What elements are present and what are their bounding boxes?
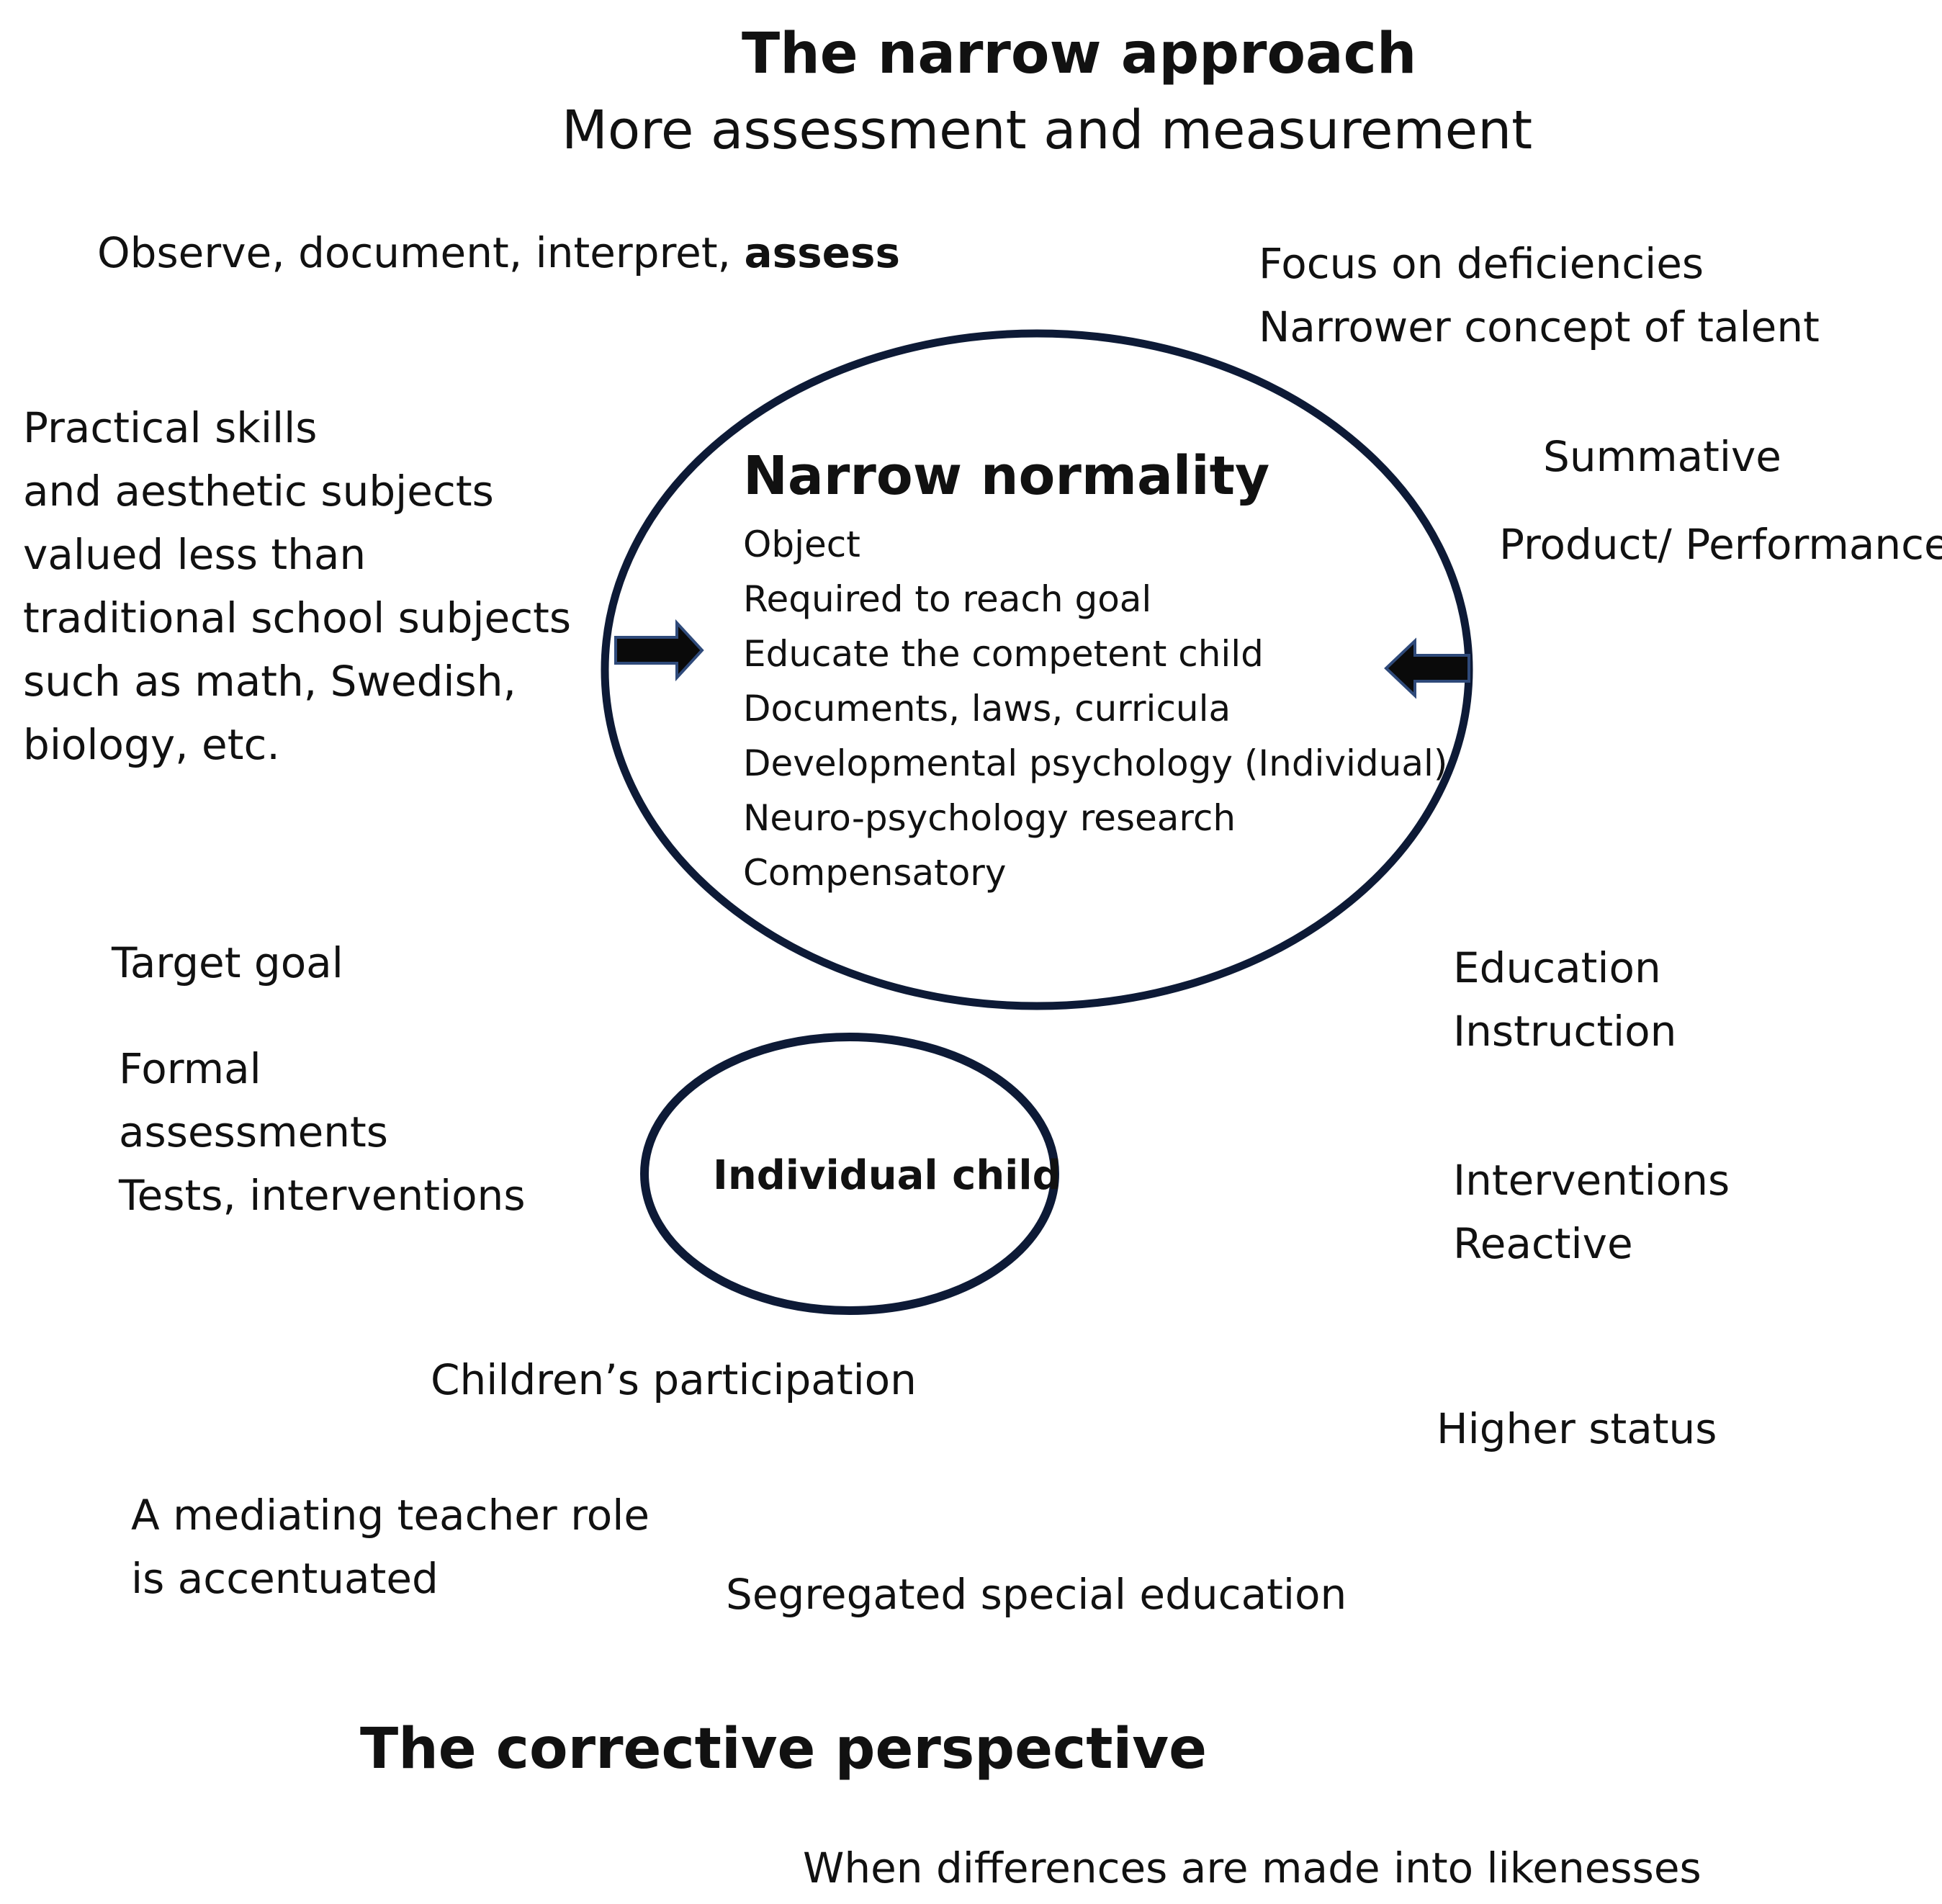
education-line: Education: [1453, 943, 1661, 992]
deficiencies-line: Focus on deficiencies: [1259, 239, 1704, 288]
interventions-line: Interventions: [1453, 1156, 1730, 1205]
product-performance-text: Product/ Performance: [1499, 520, 1942, 569]
interventions-block: Interventions Reactive: [1453, 1149, 1730, 1275]
normality-item: Object: [743, 524, 860, 565]
segregated-text: Segregated special education: [726, 1570, 1347, 1619]
deficiencies-block: Focus on deficiencies Narrower concept o…: [1259, 232, 1820, 359]
formal-line: assessments: [119, 1108, 388, 1157]
individual-child-label: Individual child: [713, 1152, 1061, 1199]
individual-child-circle: [640, 1033, 1059, 1315]
formal-line: Formal: [119, 1044, 261, 1093]
teacher-line: is accentuated: [131, 1554, 439, 1603]
subjects-line: valued less than: [23, 530, 367, 579]
likenesses-text: When differences are made into likenesse…: [803, 1844, 1702, 1892]
normality-item: Developmental psychology (Individual): [743, 742, 1448, 784]
instruction-line: Instruction: [1453, 1007, 1677, 1056]
subjects-line: and aesthetic subjects: [23, 467, 494, 516]
corrective-perspective-title: The corrective perspective: [360, 1717, 1207, 1782]
normality-item: Required to reach goal: [743, 578, 1152, 620]
teacher-line: A mediating teacher role: [131, 1491, 650, 1540]
formal-assessments-block: Formal assessments Tests, interventions: [119, 1037, 526, 1227]
normality-items: Object Required to reach goal Educate th…: [743, 517, 1447, 900]
narrow-normality-heading: Narrow normality: [743, 445, 1270, 507]
subjects-line: biology, etc.: [23, 720, 280, 769]
normality-item: Neuro-psychology research: [743, 797, 1236, 839]
higher-status-text: Higher status: [1437, 1404, 1717, 1453]
subjects-line: such as math, Swedish,: [23, 657, 516, 706]
education-block: Education Instruction: [1453, 936, 1676, 1063]
subjects-line: traditional school subjects: [23, 593, 572, 642]
subjects-block: Practical skills and aesthetic subjects …: [23, 396, 571, 776]
teacher-role-block: A mediating teacher role is accentuated: [131, 1483, 649, 1610]
subjects-line: Practical skills: [23, 403, 318, 452]
right-arrow-icon: [1384, 637, 1470, 699]
observe-text: Observe, document, interpret, assess: [97, 232, 900, 274]
normality-item: Educate the competent child: [743, 633, 1264, 675]
normality-item: Documents, laws, curricula: [743, 688, 1231, 729]
left-arrow-icon: [614, 619, 704, 682]
observe-prefix: Observe, document, interpret,: [97, 228, 745, 277]
page-title: The narrow approach: [742, 22, 1417, 86]
reactive-line: Reactive: [1453, 1219, 1633, 1268]
target-goal-text: Target goal: [112, 938, 343, 987]
formal-line: Tests, interventions: [119, 1171, 526, 1220]
participation-text: Children’s participation: [431, 1355, 917, 1404]
page-subtitle: More assessment and measurement: [562, 99, 1533, 161]
assess-word: assess: [744, 228, 901, 277]
normality-item: Compensatory: [743, 852, 1007, 894]
summative-text: Summative: [1543, 432, 1781, 481]
talent-line: Narrower concept of talent: [1259, 302, 1820, 351]
